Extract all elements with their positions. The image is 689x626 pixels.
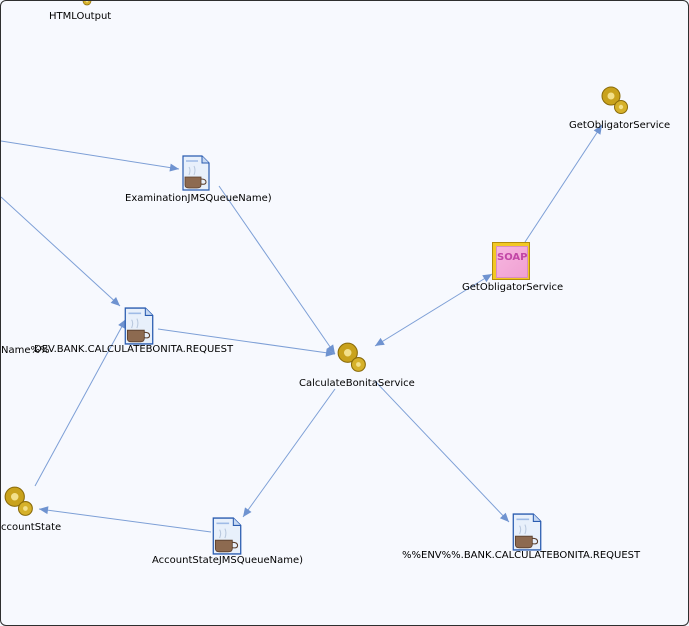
edge-arrowhead [110, 296, 120, 306]
edge-account-state-to-dev-bank-request[interactable] [34, 318, 127, 487]
node-label: GetObligatorService [462, 282, 564, 293]
node-dev-bank-request[interactable]: DEV.BANK.CALCULATEBONITA.REQUEST [34, 307, 264, 357]
node-label: CalculateBonitaService [299, 378, 415, 389]
edge-arrowhead [243, 507, 252, 517]
edge-arrowhead [169, 163, 179, 172]
edge-arrowhead [375, 337, 385, 346]
service-gears-icon [82, 1, 92, 6]
node-label: Name%% [1, 345, 50, 356]
edge-arrowhead [118, 319, 126, 329]
edge-arrowhead [482, 274, 492, 283]
node-account-state[interactable]: ccountState [1, 485, 79, 537]
node-label: %%ENV%%.BANK.CALCULATEBONITA.REQUEST [402, 550, 641, 561]
edge-arrowhead [593, 125, 602, 135]
jms-queue-document-icon [212, 517, 242, 555]
node-get-obligator-service[interactable]: GetObligatorService [566, 85, 676, 133]
edge-examination-queue-to-calculate-bonita[interactable] [218, 185, 336, 355]
node-label: HTMLOutput [49, 11, 112, 22]
edge-arrowhead [39, 506, 49, 515]
node-label: DEV.BANK.CALCULATEBONITA.REQUEST [34, 344, 234, 355]
edge-soap-get-obligator-to-get-obligator-service-top[interactable] [524, 124, 603, 243]
node-calculate-bonita[interactable]: CalculateBonitaService [297, 341, 417, 391]
edge-arrowhead [325, 348, 335, 357]
service-gears-icon [601, 86, 628, 114]
node-examination-queue[interactable]: ExaminationJMSQueueName) [121, 155, 281, 205]
service-gears-icon [337, 342, 366, 372]
node-label: ExaminationJMSQueueName) [125, 193, 272, 204]
jms-queue-document-icon [182, 155, 210, 191]
node-soap-get-obligator[interactable]: SOAP GetObligatorService [459, 241, 579, 295]
edge-arrowhead [326, 344, 335, 354]
edge-offscreen-left-1-to-examination-queue[interactable] [1, 140, 180, 170]
edge-offscreen-left-2-to-dev-bank-request[interactable] [1, 196, 121, 307]
node-label: GetObligatorService [569, 120, 671, 131]
edge-calculate-bonita-to-account-state-queue[interactable] [242, 388, 336, 518]
service-gears-icon [4, 486, 33, 516]
edge-arrowhead [499, 512, 509, 522]
edge-dev-bank-request-to-calculate-bonita[interactable] [157, 328, 336, 355]
node-label: ccountState [1, 522, 62, 533]
edge-account-state-queue-to-account-state[interactable] [38, 508, 212, 533]
edge-calculate-bonita-to-env-bank-request[interactable] [374, 380, 510, 523]
edge-soap-get-obligator-to-calculate-bonita[interactable] [374, 273, 493, 347]
node-html-output[interactable]: HTMLOutput [41, 1, 131, 25]
node-account-state-queue[interactable]: AccountStateJMSQueueName) [151, 517, 321, 569]
node-env-bank-request[interactable]: %%ENV%%.BANK.CALCULATEBONITA.REQUEST [401, 513, 661, 565]
soap-badge-label: SOAP [497, 252, 528, 263]
jms-queue-document-icon [124, 307, 154, 345]
node-partial-name[interactable]: Name%% [1, 345, 61, 359]
node-label: AccountStateJMSQueueName) [152, 555, 304, 566]
jms-queue-document-icon [512, 513, 542, 551]
soap-service-icon: SOAP [492, 242, 530, 280]
